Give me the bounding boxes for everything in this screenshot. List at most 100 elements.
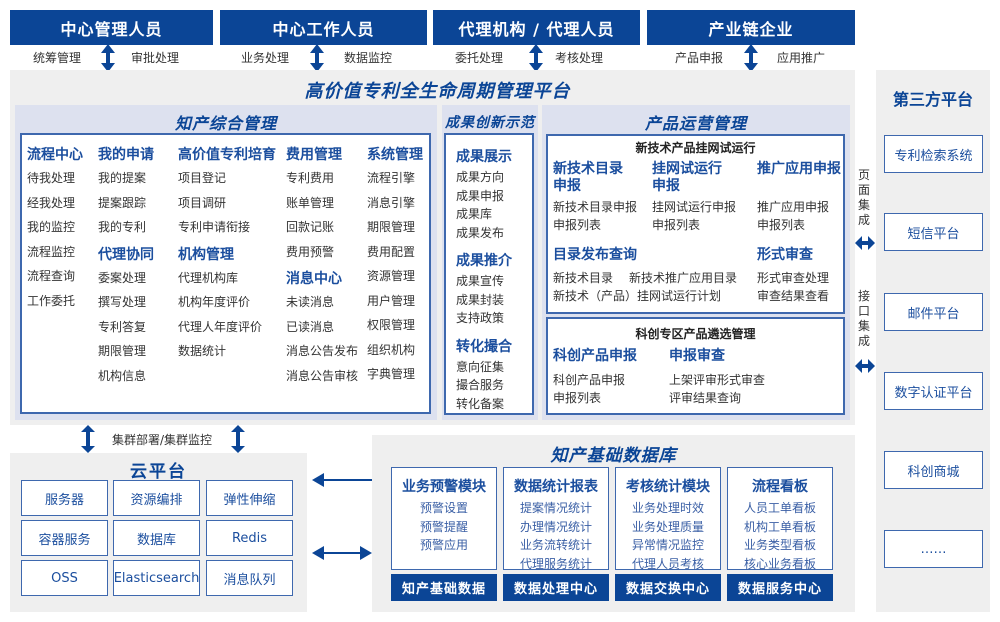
menu-item[interactable]: 账单管理 bbox=[286, 195, 335, 210]
cloud-service[interactable]: 服务器 bbox=[21, 480, 108, 516]
module-item[interactable]: 业务流转统计 bbox=[519, 538, 592, 552]
menu-item[interactable]: 新技术推广应用目录 bbox=[629, 271, 738, 285]
menu-item[interactable]: 权限管理 bbox=[367, 318, 416, 332]
menu-item[interactable]: 我的提案 bbox=[98, 171, 147, 185]
module-item[interactable]: 预警应用 bbox=[419, 538, 468, 552]
module-item[interactable]: 异常情况监控 bbox=[631, 538, 704, 552]
menu-item[interactable]: 期限管理 bbox=[98, 344, 147, 358]
menu-item[interactable]: 代理机构库 bbox=[178, 270, 239, 285]
menu-item[interactable]: 申报列表 bbox=[553, 218, 602, 232]
cloud-service[interactable]: 消息队列 bbox=[206, 560, 293, 596]
cloud-service[interactable]: OSS bbox=[21, 560, 108, 596]
cloud-title: 云平台 bbox=[130, 462, 187, 482]
module-item[interactable]: 人员工单看板 bbox=[743, 501, 816, 515]
module-item[interactable]: 办理情况统计 bbox=[519, 519, 592, 534]
menu-item[interactable]: 成果库 bbox=[456, 207, 493, 221]
menu-item[interactable]: 撰写处理 bbox=[98, 295, 147, 309]
menu-item[interactable]: 新技术目录申报 bbox=[553, 200, 638, 214]
third-party-item[interactable]: …… bbox=[884, 530, 983, 568]
menu-item[interactable]: 流程监控 bbox=[27, 244, 76, 259]
role-header-staff: 中心工作人员 bbox=[220, 10, 427, 45]
menu-item[interactable]: 费用预警 bbox=[286, 244, 335, 259]
menu-item[interactable]: 机构年度评价 bbox=[178, 295, 251, 309]
menu-item[interactable]: 成果宣传 bbox=[456, 274, 505, 288]
menu-item[interactable]: 专利费用 bbox=[286, 171, 335, 185]
achievements-box bbox=[444, 133, 534, 415]
menu-item[interactable]: 转化备案 bbox=[456, 396, 505, 411]
third-party-item[interactable]: 短信平台 bbox=[884, 213, 983, 251]
section-heading: 推广应用申报 bbox=[757, 161, 841, 177]
menu-item[interactable]: 消息引擎 bbox=[367, 195, 416, 210]
menu-item[interactable]: 意向征集 bbox=[456, 359, 505, 374]
menu-item[interactable]: 资源管理 bbox=[367, 269, 416, 283]
menu-item[interactable]: 消息公告发布 bbox=[286, 344, 359, 358]
menu-item[interactable]: 支持政策 bbox=[456, 311, 505, 325]
menu-item[interactable]: 成果封装 bbox=[456, 292, 505, 307]
menu-item[interactable]: 用户管理 bbox=[367, 293, 416, 308]
module-item[interactable]: 业务处理质量 bbox=[631, 519, 704, 534]
third-party-item[interactable]: 专利检索系统 bbox=[884, 135, 983, 173]
section-heading: 申报 bbox=[553, 178, 581, 194]
module-item[interactable]: 核心业务看板 bbox=[743, 556, 816, 571]
menu-item[interactable]: 费用配置 bbox=[367, 244, 416, 259]
cloud-service[interactable]: 容器服务 bbox=[21, 520, 108, 556]
menu-item[interactable]: 新技术目录 bbox=[553, 271, 614, 285]
menu-item[interactable]: 申报列表 bbox=[553, 391, 602, 405]
menu-item[interactable]: 消息公告审核 bbox=[286, 368, 359, 383]
menu-item[interactable]: 流程引擎 bbox=[367, 171, 416, 185]
menu-item[interactable]: 组织机构 bbox=[367, 342, 416, 357]
menu-item[interactable]: 推广应用申报 bbox=[757, 200, 830, 214]
platform-title: 高价值专利全生命周期管理平台 bbox=[304, 81, 571, 102]
menu-item[interactable]: 专利申请衔接 bbox=[178, 220, 251, 234]
menu-item[interactable]: 我的监控 bbox=[27, 220, 76, 234]
menu-item[interactable]: 项目登记 bbox=[178, 171, 227, 185]
menu-item[interactable]: 我的专利 bbox=[98, 220, 147, 234]
menu-item[interactable]: 成果方向 bbox=[456, 170, 505, 184]
menu-item[interactable]: 撮合服务 bbox=[456, 378, 505, 392]
menu-item[interactable]: 评审结果查询 bbox=[669, 391, 742, 405]
menu-item[interactable]: 字典管理 bbox=[367, 367, 416, 381]
menu-item[interactable]: 新技术（产品）挂网试运行计划 bbox=[553, 289, 722, 303]
module-item[interactable]: 业务类型看板 bbox=[743, 538, 816, 552]
menu-item[interactable]: 成果申报 bbox=[456, 188, 505, 203]
menu-item[interactable]: 专利答复 bbox=[98, 319, 147, 334]
cloud-service[interactable]: 资源编排 bbox=[113, 480, 200, 516]
menu-item[interactable]: 期限管理 bbox=[367, 220, 416, 234]
menu-item[interactable]: 科创产品申报 bbox=[553, 373, 626, 387]
cloud-service[interactable]: 弹性伸缩 bbox=[206, 480, 293, 516]
module-item[interactable]: 预警提醒 bbox=[419, 519, 468, 534]
menu-item[interactable]: 项目调研 bbox=[178, 195, 227, 210]
third-party-item[interactable]: 数字认证平台 bbox=[884, 372, 983, 410]
menu-item[interactable]: 成果发布 bbox=[456, 225, 505, 240]
menu-item[interactable]: 提案跟踪 bbox=[98, 195, 147, 210]
menu-item[interactable]: 待我处理 bbox=[27, 171, 76, 185]
module-item[interactable]: 代理人员考核 bbox=[631, 556, 704, 571]
menu-item[interactable]: 未读消息 bbox=[286, 295, 335, 309]
module-item[interactable]: 提案情况统计 bbox=[519, 501, 592, 515]
module-item[interactable]: 业务处理时效 bbox=[631, 501, 704, 515]
menu-item[interactable]: 数据统计 bbox=[178, 344, 227, 358]
cloud-service[interactable]: Elasticsearch bbox=[113, 560, 200, 596]
module-item[interactable]: 预警设置 bbox=[419, 501, 468, 515]
menu-item[interactable]: 委案处理 bbox=[98, 270, 147, 285]
menu-item[interactable]: 流程查询 bbox=[27, 269, 76, 283]
menu-item[interactable]: 审查结果查看 bbox=[757, 289, 830, 303]
menu-item[interactable]: 申报列表 bbox=[757, 218, 806, 232]
menu-item[interactable]: 机构信息 bbox=[98, 368, 147, 383]
cloud-service[interactable]: 数据库 bbox=[113, 520, 200, 556]
menu-item[interactable]: 代理人年度评价 bbox=[178, 319, 263, 334]
menu-item[interactable]: 挂网试运行申报 bbox=[652, 200, 737, 214]
menu-item[interactable]: 工作委托 bbox=[27, 293, 76, 308]
menu-item[interactable]: 回款记账 bbox=[286, 220, 335, 234]
module-item[interactable]: 代理服务统计 bbox=[519, 556, 592, 571]
menu-item[interactable]: 形式审查处理 bbox=[757, 271, 830, 285]
menu-item[interactable]: 经我处理 bbox=[27, 195, 76, 210]
menu-item[interactable]: 上架评审形式审查 bbox=[669, 373, 766, 387]
menu-item[interactable]: 申报列表 bbox=[652, 218, 701, 232]
cloud-service[interactable]: Redis bbox=[206, 520, 293, 556]
role-left-label: 业务处理 bbox=[241, 51, 290, 65]
third-party-item[interactable]: 科创商城 bbox=[884, 451, 983, 489]
menu-item[interactable]: 已读消息 bbox=[286, 319, 335, 334]
third-party-item[interactable]: 邮件平台 bbox=[884, 293, 983, 331]
module-item[interactable]: 机构工单看板 bbox=[743, 519, 816, 534]
